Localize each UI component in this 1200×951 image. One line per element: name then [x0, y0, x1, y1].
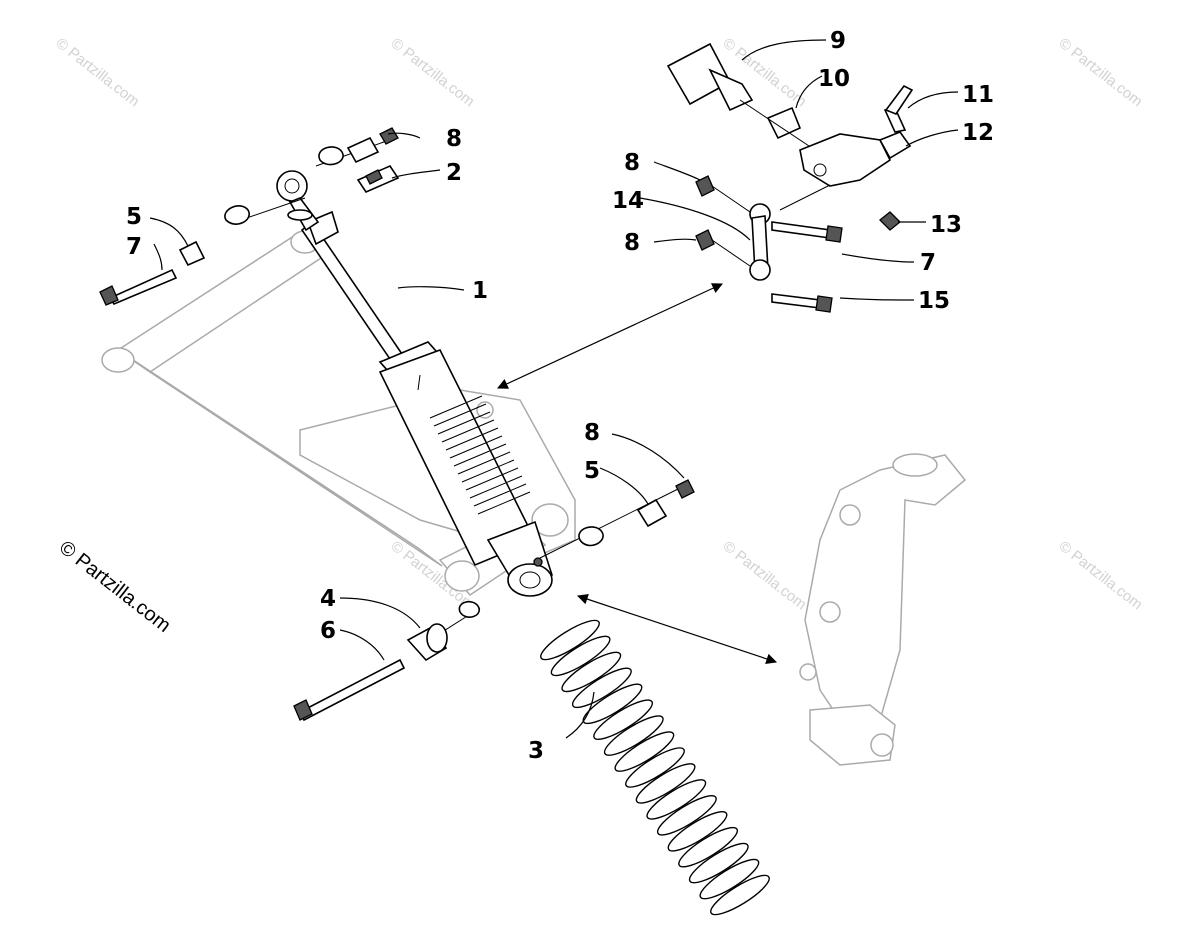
spring-coil	[593, 699, 654, 740]
shock-coils	[429, 395, 531, 515]
copyright-text: © Partzilla.com	[55, 537, 175, 637]
spring-coil	[646, 779, 707, 820]
spring-coil	[635, 763, 696, 804]
spring-coil	[667, 811, 728, 852]
callout-label: 11	[962, 82, 994, 108]
spring-coil	[603, 715, 664, 756]
callout-label: 15	[918, 288, 950, 314]
callout-label: 5	[584, 458, 600, 484]
lower-hardware	[293, 479, 695, 722]
upper-hardware	[99, 127, 400, 306]
spring-coil	[678, 826, 739, 868]
watermark: © Partzilla.com	[53, 35, 143, 111]
callout-label: 7	[920, 250, 936, 276]
reference-arrows	[497, 283, 778, 665]
watermark: © Partzilla.com	[1056, 35, 1146, 111]
spring-coil	[710, 874, 770, 916]
callout-label: 7	[126, 234, 142, 260]
callout-label: 12	[962, 120, 994, 146]
callout-label: 10	[818, 66, 850, 92]
callout-label: 4	[320, 586, 336, 612]
callout-label: 13	[930, 212, 962, 238]
spring-coil	[699, 858, 760, 900]
spindle	[799, 453, 967, 766]
callout-label: 6	[320, 618, 336, 644]
watermark: © Partzilla.com	[720, 538, 810, 614]
spring-coil	[688, 842, 749, 884]
callout-label: 3	[528, 738, 544, 764]
callout-label: 5	[126, 204, 142, 230]
spring-coil	[625, 747, 685, 788]
callout-label: 9	[830, 28, 846, 54]
callout-label: 8	[624, 230, 640, 256]
callout-label: 8	[624, 150, 640, 176]
coil-spring	[540, 619, 770, 916]
leader-lines	[149, 39, 959, 739]
callout-label: 1	[472, 278, 488, 304]
callout-label: 8	[584, 420, 600, 446]
callout-label: 8	[446, 126, 462, 152]
shock-absorber	[276, 170, 553, 597]
callout-label: 14	[612, 188, 644, 214]
callout-labels: 1 2 3 4 5 5 6 7 7 8 8 8 8 9 10 11 12 13 …	[126, 28, 994, 764]
spring-coil	[656, 795, 717, 836]
watermark: © Partzilla.com	[388, 35, 478, 111]
callout-label: 2	[446, 160, 462, 186]
spring-coil	[571, 667, 632, 709]
spring-coil	[614, 731, 675, 772]
watermark: © Partzilla.com	[1056, 538, 1146, 614]
